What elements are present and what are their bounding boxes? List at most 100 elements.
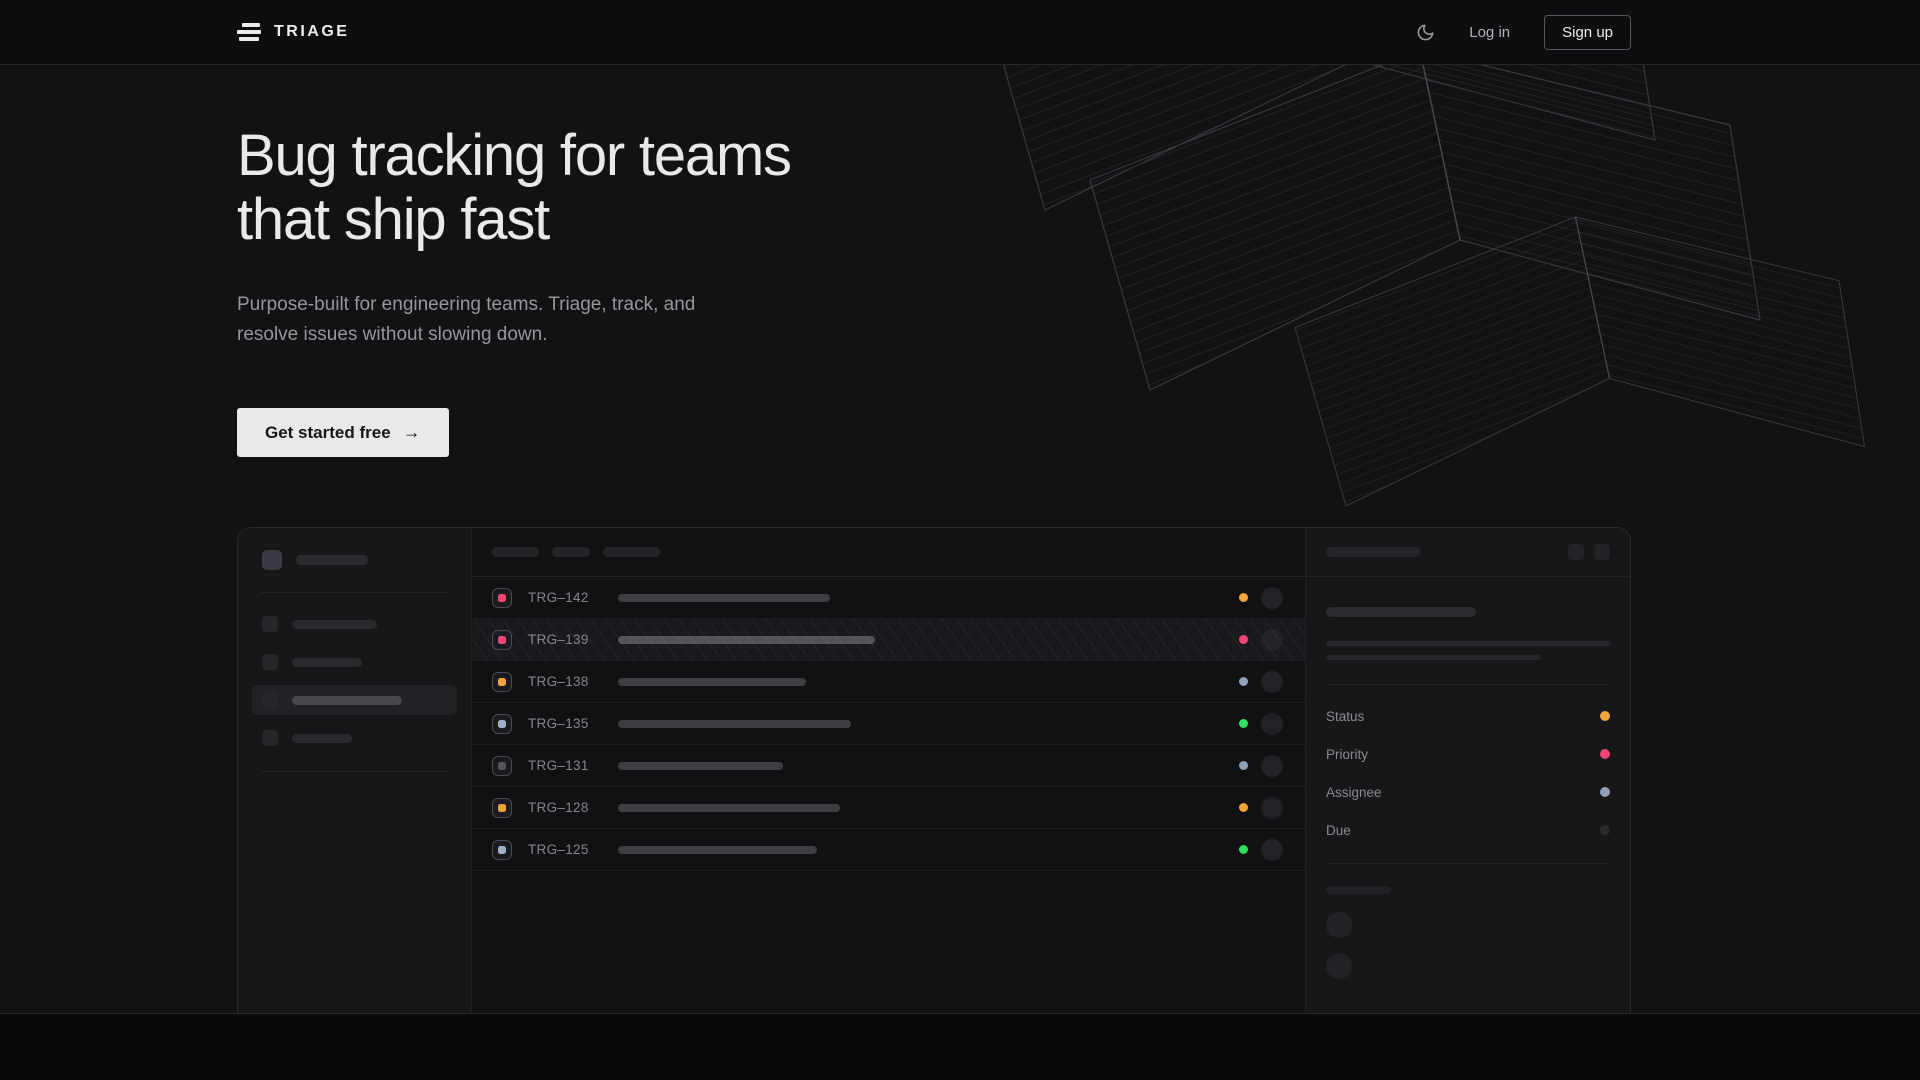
issue-type-icon xyxy=(492,839,512,860)
avatar xyxy=(1261,712,1283,735)
issue-title-skeleton xyxy=(618,845,817,854)
avatar xyxy=(1261,628,1283,651)
issue-type-icon xyxy=(492,587,512,608)
workspace-name-skeleton xyxy=(296,555,368,565)
issue-title-skeleton xyxy=(618,761,783,770)
issue-row: TRG–135 xyxy=(472,703,1305,745)
divider xyxy=(1326,684,1610,685)
moon-icon xyxy=(1417,24,1434,40)
footer-strip xyxy=(0,1013,1920,1080)
field-value-dot xyxy=(1600,711,1610,721)
hero-title-line1: Bug tracking for teams xyxy=(237,123,792,188)
issue-type-dot xyxy=(498,719,506,728)
triage-logo-icon xyxy=(237,23,263,41)
issue-type-icon xyxy=(492,797,512,818)
mockup-detail-panel: Status Priority Assignee Due xyxy=(1305,528,1630,1014)
field-value-dot xyxy=(1600,749,1610,759)
brand[interactable]: TRIAGE xyxy=(237,23,349,41)
mockup-detail-header xyxy=(1306,528,1630,577)
mockup-sidebar xyxy=(238,528,472,1014)
detail-field-row: Status xyxy=(1326,697,1610,735)
workspace-avatar-skeleton xyxy=(262,550,282,570)
status-dot xyxy=(1239,593,1248,602)
detail-header-skeleton xyxy=(1326,547,1421,557)
nav-item-icon-skeleton xyxy=(262,616,278,632)
issue-title-skeleton xyxy=(618,677,806,686)
nav-item-label-skeleton xyxy=(292,695,402,705)
mockup-nav-item-active xyxy=(252,685,457,715)
field-label: Due xyxy=(1326,822,1351,838)
issue-type-dot xyxy=(498,635,506,644)
nav-item-icon-skeleton xyxy=(262,730,278,746)
issue-row: TRG–128 xyxy=(472,787,1305,829)
get-started-button[interactable]: Get started free → xyxy=(237,408,449,457)
field-value-dot xyxy=(1600,825,1610,835)
issue-row: TRG–138 xyxy=(472,661,1305,703)
nav-item-icon-skeleton xyxy=(262,692,278,708)
issue-id: TRG–125 xyxy=(528,842,589,857)
issue-type-icon xyxy=(492,755,512,776)
divider xyxy=(260,771,449,772)
detail-section-label-skeleton xyxy=(1326,886,1391,894)
issue-type-icon xyxy=(492,671,512,692)
tab-skeleton xyxy=(603,547,660,557)
field-label: Status xyxy=(1326,708,1365,724)
divider xyxy=(1326,863,1610,864)
signup-button[interactable]: Sign up xyxy=(1544,14,1631,50)
issue-type-dot xyxy=(498,803,506,812)
avatar xyxy=(1261,838,1283,861)
issue-type-icon xyxy=(492,713,512,734)
status-dot xyxy=(1239,845,1248,854)
top-nav: TRIAGE Log in Sign up xyxy=(0,0,1920,65)
mockup-nav-item xyxy=(252,647,457,677)
field-value-dot xyxy=(1600,787,1610,797)
avatar xyxy=(1261,754,1283,777)
avatar xyxy=(1261,670,1283,693)
detail-action-skeleton xyxy=(1594,544,1610,560)
issue-id: TRG–131 xyxy=(528,758,589,773)
detail-field-row: Due xyxy=(1326,811,1610,849)
tab-skeleton xyxy=(552,547,590,557)
detail-field-row: Assignee xyxy=(1326,773,1610,811)
issue-row: TRG–142 xyxy=(472,577,1305,619)
app-preview-mockup: TRG–142 TRG–139 TRG–138 xyxy=(237,527,1631,1014)
mockup-nav-item xyxy=(252,609,457,639)
nav-item-icon-skeleton xyxy=(262,654,278,670)
divider xyxy=(260,592,449,593)
status-dot xyxy=(1239,803,1248,812)
hero-section: Bug tracking for teams that ship fast Pu… xyxy=(237,0,792,457)
issue-type-dot xyxy=(498,677,506,686)
avatar xyxy=(1261,796,1283,819)
nav-item-label-skeleton xyxy=(292,657,362,667)
brand-name: TRIAGE xyxy=(274,23,350,40)
comment-avatar-skeleton xyxy=(1326,912,1352,938)
mockup-nav-item xyxy=(252,723,457,753)
status-dot xyxy=(1239,677,1248,686)
detail-action-skeleton xyxy=(1568,544,1584,560)
hero-subtitle: Purpose-built for engineering teams. Tri… xyxy=(237,294,696,345)
field-label: Priority xyxy=(1326,746,1369,762)
issue-title-skeleton xyxy=(618,635,875,644)
arrow-right-icon: → xyxy=(402,422,421,442)
comment-avatar-skeleton xyxy=(1326,953,1352,979)
issue-title-skeleton xyxy=(618,719,851,728)
issue-title-skeleton xyxy=(618,593,830,602)
status-dot xyxy=(1239,719,1248,728)
issue-title-skeleton xyxy=(618,803,840,812)
issue-type-dot xyxy=(498,761,506,770)
field-label: Assignee xyxy=(1326,784,1382,800)
issue-id: TRG–139 xyxy=(528,632,589,647)
issue-id: TRG–135 xyxy=(528,716,589,731)
issue-id: TRG–138 xyxy=(528,674,589,689)
status-dot xyxy=(1239,635,1248,644)
theme-toggle-button[interactable] xyxy=(1416,23,1435,42)
login-button[interactable]: Log in xyxy=(1469,23,1511,41)
nav-item-label-skeleton xyxy=(292,619,377,629)
tab-skeleton xyxy=(492,547,539,557)
issue-row: TRG–125 xyxy=(472,829,1305,871)
avatar xyxy=(1261,586,1283,609)
detail-field-row: Priority xyxy=(1326,735,1610,773)
detail-title-skeleton xyxy=(1326,607,1476,617)
detail-line-skeleton xyxy=(1326,641,1611,646)
